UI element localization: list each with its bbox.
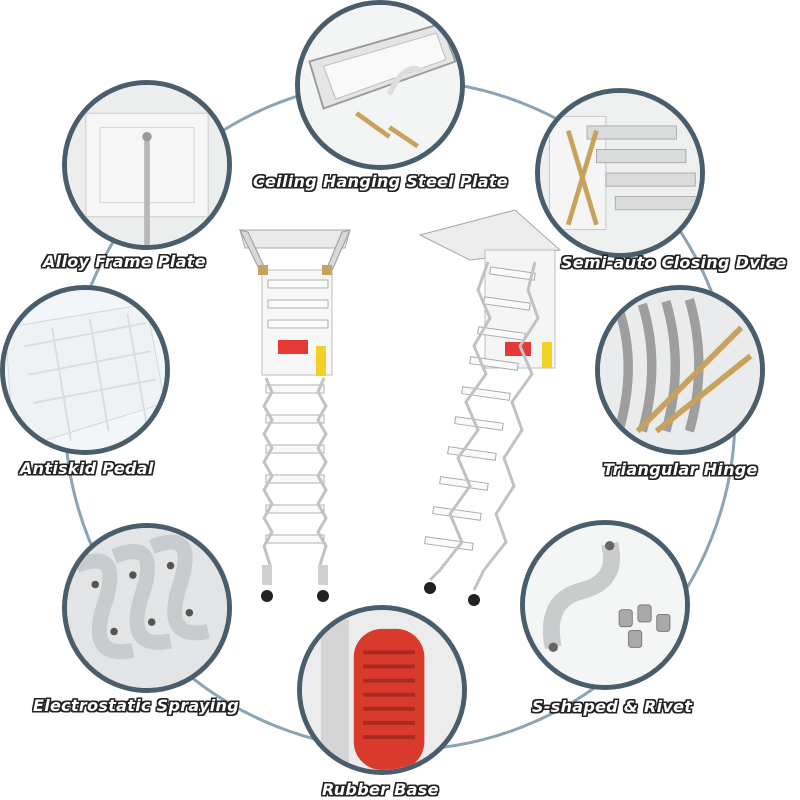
semi-auto-photo bbox=[535, 88, 705, 258]
spraying-label: Electrostatic Spraying bbox=[33, 696, 239, 715]
ceiling-plate-photo bbox=[295, 0, 465, 170]
hinge-photo bbox=[595, 285, 765, 455]
antiskid-photo bbox=[0, 285, 170, 455]
rubber-photo bbox=[297, 605, 467, 775]
spraying-photo bbox=[62, 523, 232, 693]
rivet-label: S-shaped & Rivet bbox=[532, 697, 693, 716]
antiskid-label: Antiskid Pedal bbox=[20, 459, 154, 478]
hinge-label: Triangular Hinge bbox=[603, 460, 758, 479]
alloy-frame-label: Alloy Frame Plate bbox=[43, 252, 206, 271]
semi-auto-label: Semi-auto Closing Dvice bbox=[561, 253, 787, 272]
ceiling-plate-label: Ceiling Hanging Steel Plate bbox=[253, 172, 508, 191]
alloy-frame-photo bbox=[62, 80, 232, 250]
rubber-label: Rubber Base bbox=[322, 780, 439, 799]
rivet-photo bbox=[520, 520, 690, 690]
